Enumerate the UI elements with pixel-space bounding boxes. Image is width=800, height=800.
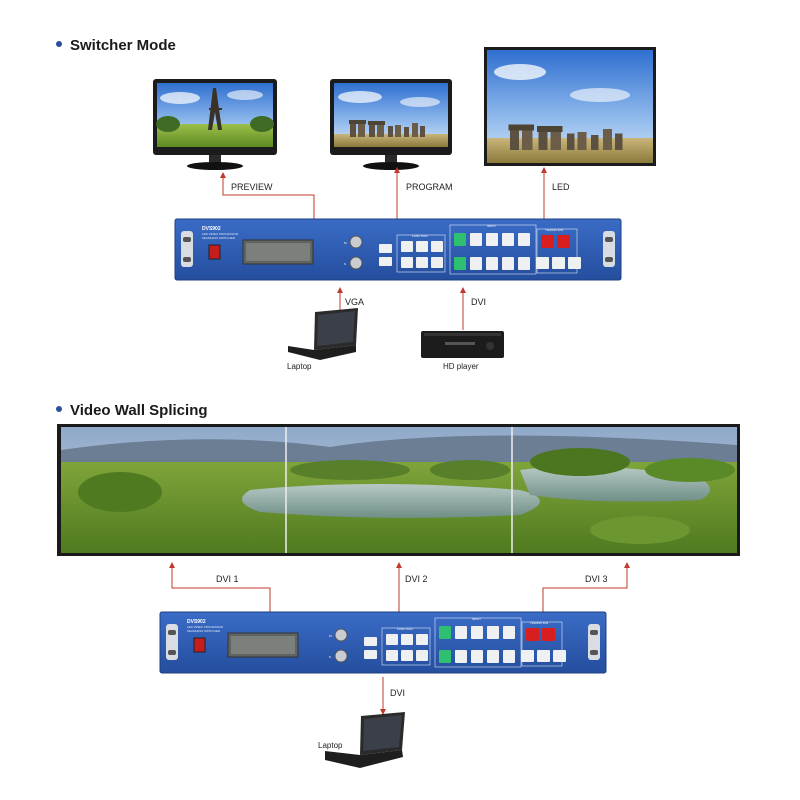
program-monitor [330,79,452,170]
device-subtitle: SEAMLESS SWITCHER [202,236,236,240]
red-button[interactable] [541,235,554,248]
transition-label: TRANSITION [545,228,563,232]
red-button[interactable] [526,628,539,641]
label-laptop-2: Laptop [318,741,343,750]
section-title-switcher: Switcher Mode [56,37,176,54]
line-preview [222,175,315,219]
input-label: INPUT [472,617,481,621]
knob-label: M [329,634,332,638]
arrow-up-icon [394,167,400,173]
power-switch[interactable] [208,244,221,260]
knob-m[interactable] [334,628,348,642]
device-model: DVS902 [187,619,206,625]
switcher-arrows [220,167,547,293]
hd-player-icon [421,331,504,358]
label-vga: VGA [345,297,365,307]
arrow-up-icon [624,562,630,568]
device-subtitle: LED VIDEO PROCESSOR [187,625,224,629]
knob-label: S [329,655,331,659]
menu-button[interactable] [364,637,377,646]
knob-s[interactable] [334,649,348,663]
label-led: LED [552,182,570,192]
function-label: FUNCTION [412,234,428,238]
laptop-icon [288,308,358,360]
input-button-active[interactable] [439,626,451,639]
arrow-up-icon [460,287,466,293]
device-model: DVS902 [202,226,221,232]
input-label: INPUT [487,224,496,228]
transition-buttons[interactable] [536,257,581,269]
function-label: FUNCTION [397,627,413,631]
knob-s[interactable] [349,256,363,270]
label-dvi-2: DVI 2 [405,574,428,584]
function-buttons[interactable] [386,634,428,661]
label-dvi: DVI [471,297,487,307]
input-buttons[interactable] [470,233,530,270]
arrow-up-icon [541,167,547,173]
videowall-arrows [169,562,630,715]
transition-label: TRANSITION [530,621,548,625]
bullet-icon [56,406,62,413]
input-buttons[interactable] [455,626,515,663]
input-button-active[interactable] [454,233,466,246]
bullet-icon [56,41,62,48]
section-title-videowall: Video Wall Splicing [56,402,208,419]
function-buttons[interactable] [401,241,443,268]
red-button[interactable] [557,235,570,248]
arrow-down-icon [380,709,386,715]
power-switch[interactable] [193,637,206,653]
input-button-active[interactable] [439,650,451,663]
video-wall [57,424,740,556]
enter-button[interactable] [379,257,392,266]
label-dvi-1: DVI 1 [216,574,239,584]
input-button-active[interactable] [454,257,466,270]
videowall-output-lines [171,565,628,712]
arrow-up-icon [169,562,175,568]
arrow-up-icon [396,562,402,568]
knob-m[interactable] [349,235,363,249]
menu-button[interactable] [379,244,392,253]
label-hd-player: HD player [443,362,479,371]
switcher-output-lines [222,170,545,330]
label-input-dvi: DVI [390,688,406,698]
knob-label: M [344,241,347,245]
arrow-up-icon [337,287,343,293]
laptop-icon [325,712,405,768]
label-laptop: Laptop [287,362,312,371]
label-program: PROGRAM [406,182,453,192]
device-subtitle: LED VIDEO PROCESSOR [202,232,239,236]
arrow-up-icon [220,172,226,178]
red-button[interactable] [542,628,555,641]
switcher-device: DVS902 LED VIDEO PROCESSOR SEAMLESS SWIT… [174,218,622,281]
videowall-device: DVS902 LED VIDEO PROCESSOR SEAMLESS SWIT… [159,611,607,674]
label-dvi-3: DVI 3 [585,574,608,584]
led-screen [484,47,656,166]
enter-button[interactable] [364,650,377,659]
device-subtitle: SEAMLESS SWITCHER [187,629,221,633]
knob-label: S [344,262,346,266]
label-preview: PREVIEW [231,182,273,192]
preview-monitor [153,79,277,170]
transition-buttons[interactable] [521,650,566,662]
